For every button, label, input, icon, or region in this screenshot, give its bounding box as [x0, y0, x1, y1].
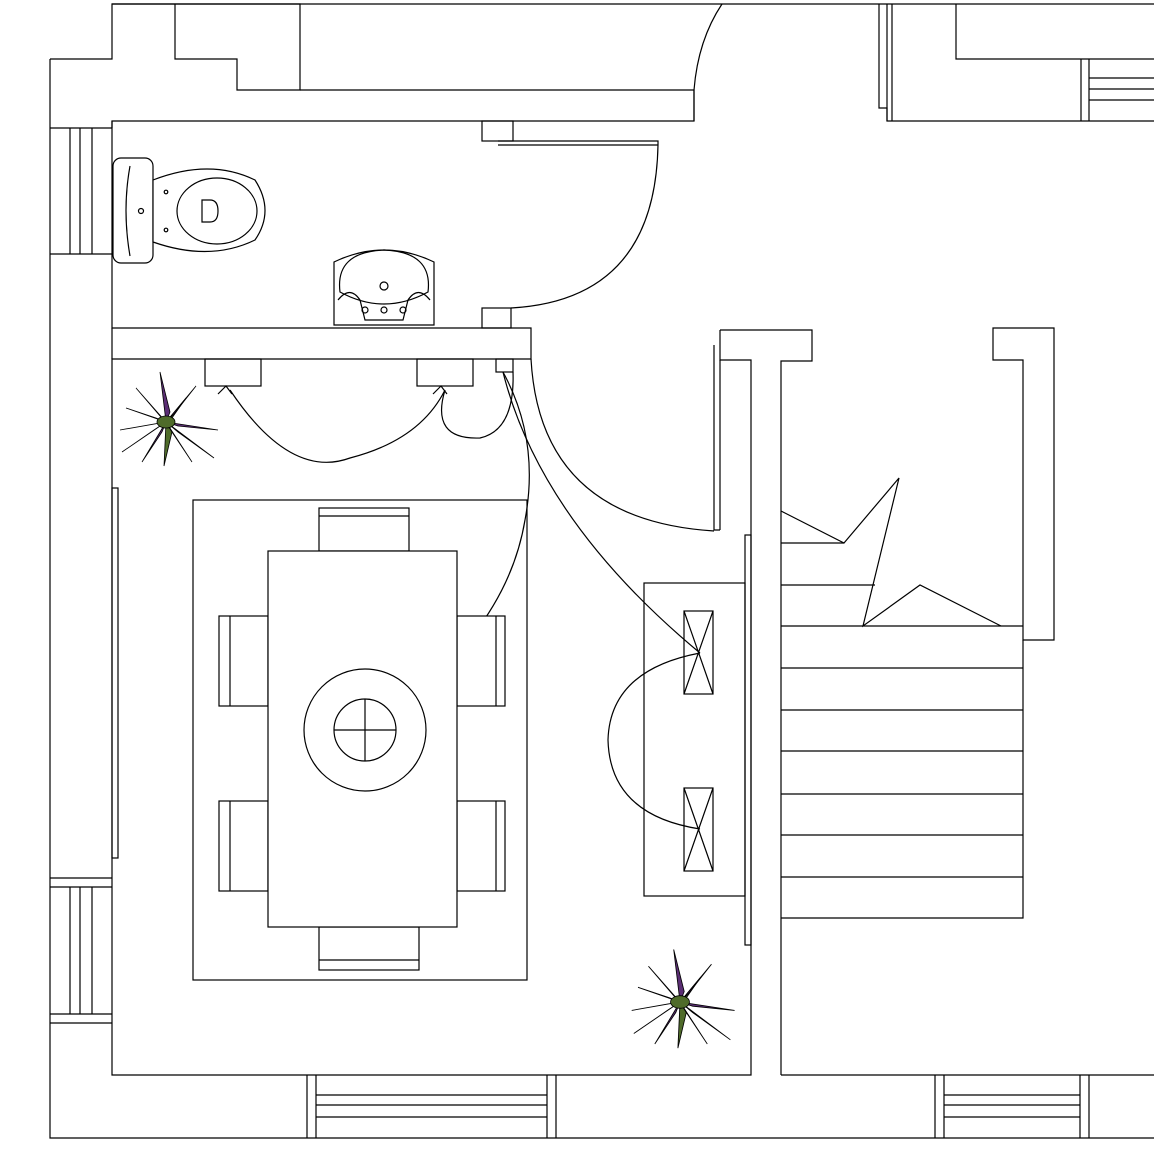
chair-bottom [318, 926, 420, 971]
entrance-door-top [693, 3, 723, 121]
sideboard [643, 534, 752, 946]
window-left-lower [50, 877, 112, 1024]
cabinet-swing [502, 371, 701, 830]
chair-left-lower [218, 800, 269, 892]
staircase [780, 477, 1024, 919]
plant-icon [631, 949, 735, 1049]
window-casement-arcs [204, 358, 514, 463]
bathroom-door [498, 140, 659, 309]
window-top-right [1080, 59, 1154, 121]
ceiling-lamp [303, 668, 427, 792]
dining-chairs [218, 507, 506, 971]
rug [192, 499, 528, 981]
dining-table [267, 550, 458, 928]
plant-icon [119, 371, 219, 467]
chair-right-upper [456, 615, 506, 707]
dining-room-door [530, 358, 715, 532]
chair-right-lower [456, 800, 506, 892]
chair-top [318, 507, 410, 552]
window-left-upper [50, 127, 112, 255]
toilet [112, 157, 266, 264]
washbasin [333, 249, 435, 326]
chair-left-upper [218, 615, 269, 707]
window-bottom-right [934, 1075, 1090, 1138]
window-bottom-left [306, 1075, 557, 1138]
